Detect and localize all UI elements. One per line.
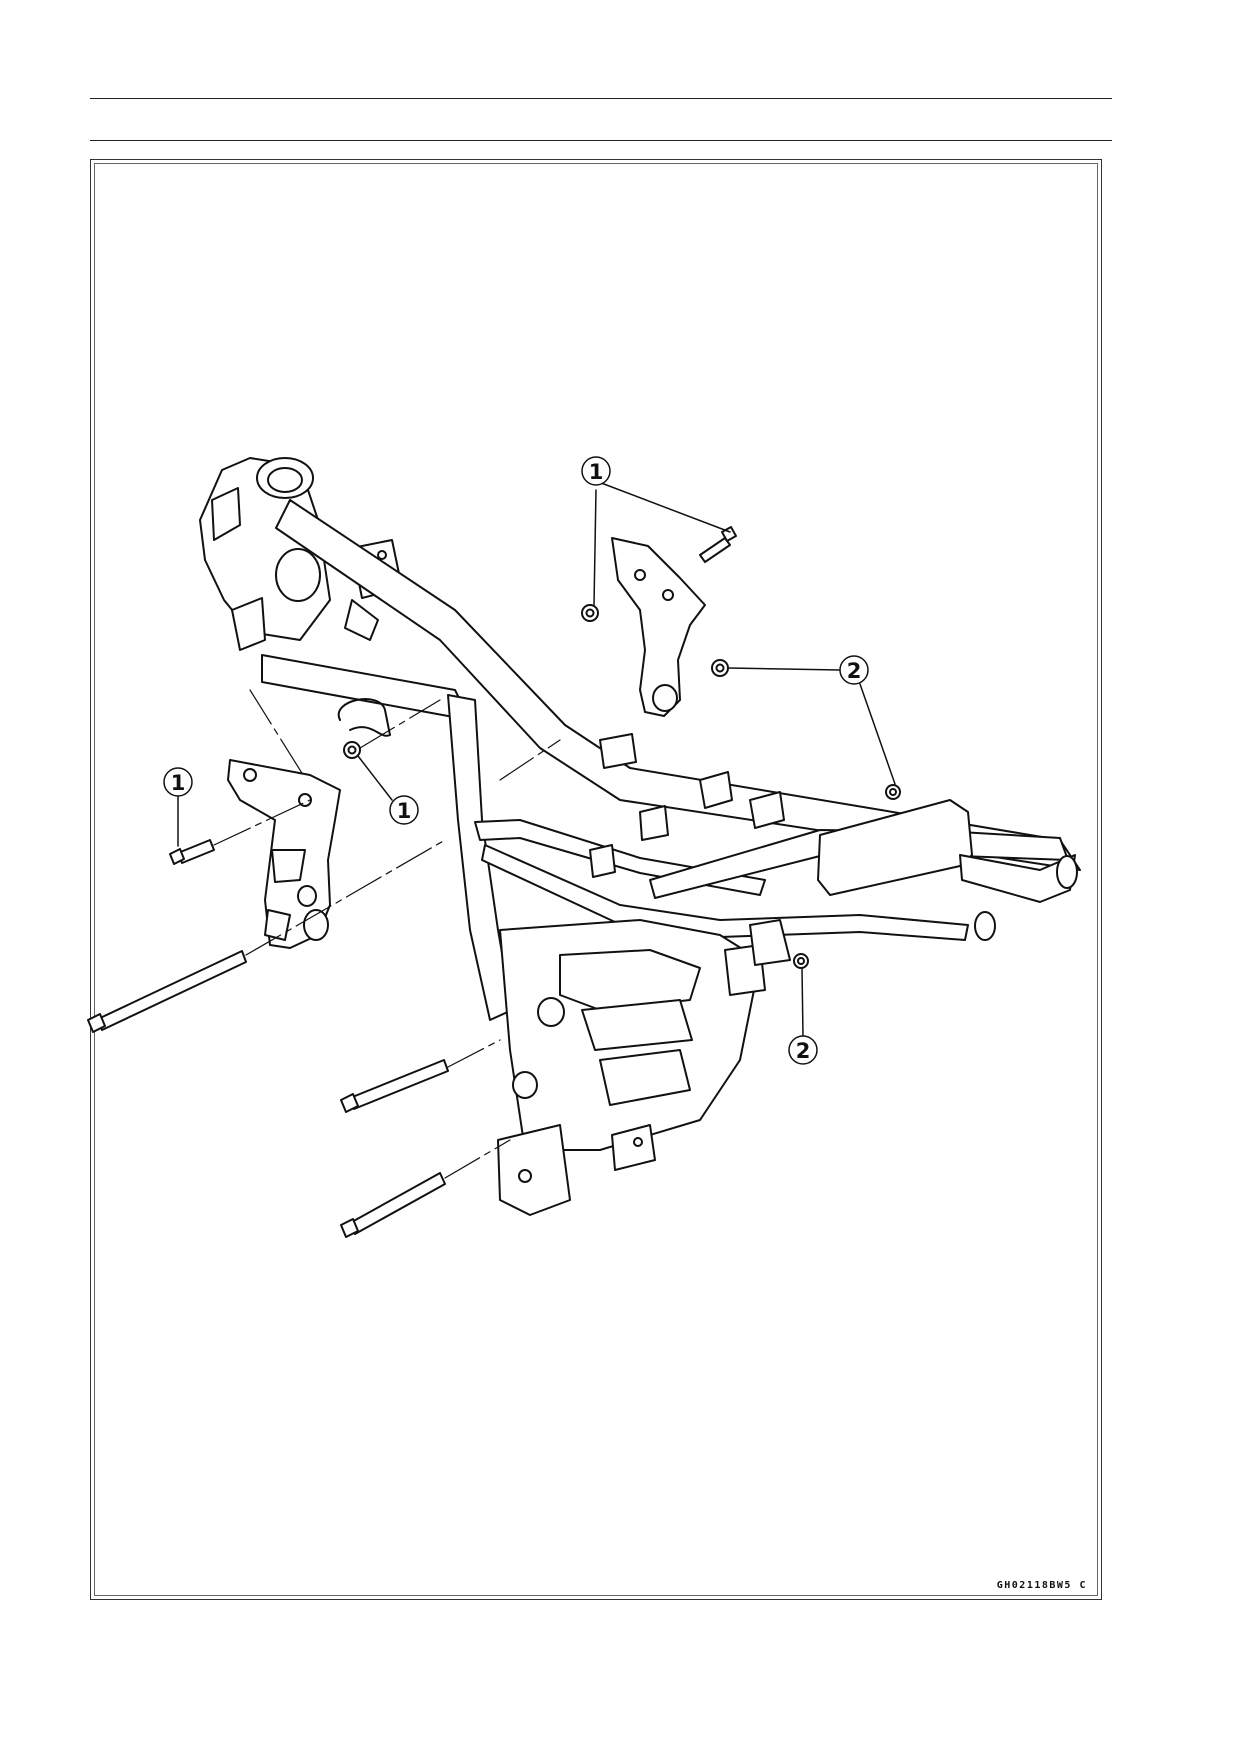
callout-2b: 2 xyxy=(788,967,818,1065)
callout-1a: 1 xyxy=(581,456,731,606)
svg-text:1: 1 xyxy=(171,771,186,795)
main-frame xyxy=(199,457,1081,1216)
fasteners xyxy=(87,526,901,1238)
callout-2a: 2 xyxy=(727,655,896,785)
alignment-lines xyxy=(213,689,561,1179)
figure-frame: GH02118BW5 C xyxy=(90,159,1102,1600)
svg-text:1: 1 xyxy=(397,799,412,823)
left-engine-bracket xyxy=(227,759,341,949)
short-bolt-right xyxy=(699,537,731,563)
long-bolt-1 xyxy=(97,950,247,1031)
steering-head xyxy=(199,457,403,651)
long-bolt-2 xyxy=(349,1059,449,1110)
figure-code: GH02118BW5 C xyxy=(996,1580,1087,1591)
header-rule-bottom xyxy=(90,140,1112,141)
right-engine-bracket xyxy=(611,537,706,717)
svg-text:2: 2 xyxy=(796,1039,811,1063)
svg-text:1: 1 xyxy=(589,460,604,484)
header-rule-top xyxy=(90,98,1112,99)
top-rail xyxy=(275,499,1081,871)
callout-1b: 1 xyxy=(163,767,193,847)
long-bolt-3 xyxy=(349,1172,446,1235)
callout-1c: 1 xyxy=(357,755,419,825)
down-rail xyxy=(261,654,471,721)
callouts: 1 1 1 2 2 xyxy=(163,456,896,1065)
svg-text:2: 2 xyxy=(847,659,862,683)
